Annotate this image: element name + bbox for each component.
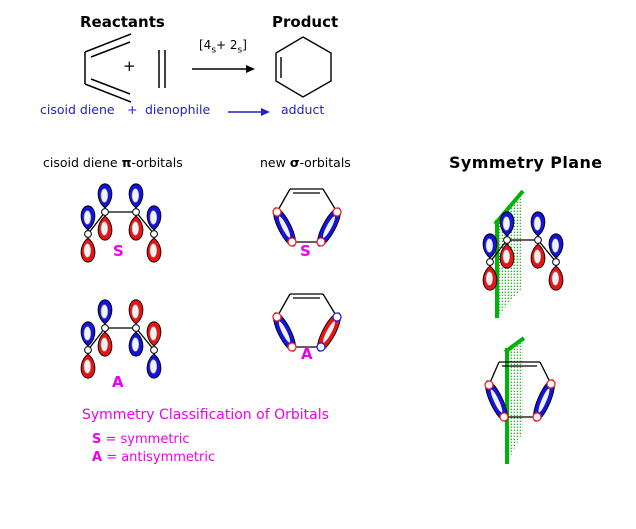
legend-s-symbol: S xyxy=(92,432,102,447)
legend-a-text: = antisymmetric xyxy=(102,450,216,465)
equation-plus-sign: + xyxy=(127,102,138,117)
reaction-arrow-icon xyxy=(192,65,255,73)
sigma-antisymmetric-label: A xyxy=(301,345,313,363)
pi-label-pre: cisoid diene xyxy=(43,155,122,170)
reactants-heading: Reactants xyxy=(80,13,165,31)
legend-s-text: = symmetric xyxy=(101,432,190,447)
symmetry-plane-heading: Symmetry Plane xyxy=(449,153,603,172)
pi-symbol: π xyxy=(121,155,132,170)
notation-close: ] xyxy=(242,38,247,52)
product-heading: Product xyxy=(272,13,339,31)
legend-a-symbol: A xyxy=(92,450,103,465)
legend-symmetric-line: S = symmetric xyxy=(92,432,190,448)
pi-label-post: -orbitals xyxy=(131,155,183,170)
notation-sub1: s xyxy=(211,45,217,56)
pi-orbitals-section-label: cisoid diene π-orbitals xyxy=(43,155,183,170)
equation-adduct-label: adduct xyxy=(281,102,325,117)
pi-antisymmetric-label: A xyxy=(112,373,124,391)
pi-orbitals-symmetric-diagram xyxy=(80,183,162,263)
sigma-label-post: -orbitals xyxy=(299,155,351,170)
notation-sub2: s xyxy=(237,45,243,56)
sigma-orbitals-symmetric-diagram xyxy=(272,188,342,247)
reactants-plus-sign: + xyxy=(123,57,136,75)
notation-open: [4 xyxy=(199,38,212,52)
equation-arrow-icon xyxy=(228,108,270,116)
sigma-orbitals-section-label: new σ-orbitals xyxy=(260,155,351,170)
notation-mid: + 2 xyxy=(216,38,238,52)
symmetry-plane-pi-orbitals-diagram xyxy=(482,189,564,318)
legend-title: Symmetry Classification of Orbitals xyxy=(82,407,329,423)
sigma-label-pre: new xyxy=(260,155,290,170)
pi-symmetric-label: S xyxy=(113,242,124,260)
dienophile-structure xyxy=(158,50,166,88)
cisoid-diene-structure xyxy=(84,33,132,103)
sigma-symbol: σ xyxy=(289,155,300,170)
equation-dienophile-label: dienophile xyxy=(145,102,211,117)
pi-orbitals-antisymmetric-diagram xyxy=(80,299,162,379)
product-structure xyxy=(275,36,332,98)
cycloaddition-notation: [4s+ 2s] xyxy=(199,38,247,56)
sigma-orbitals-antisymmetric-diagram xyxy=(272,293,342,352)
symmetry-plane-sigma-orbitals-diagram xyxy=(484,336,556,464)
equation-diene-label: cisoid diene xyxy=(40,102,115,117)
sigma-symmetric-label: S xyxy=(300,242,311,260)
legend-antisymmetric-line: A = antisymmetric xyxy=(92,450,216,466)
